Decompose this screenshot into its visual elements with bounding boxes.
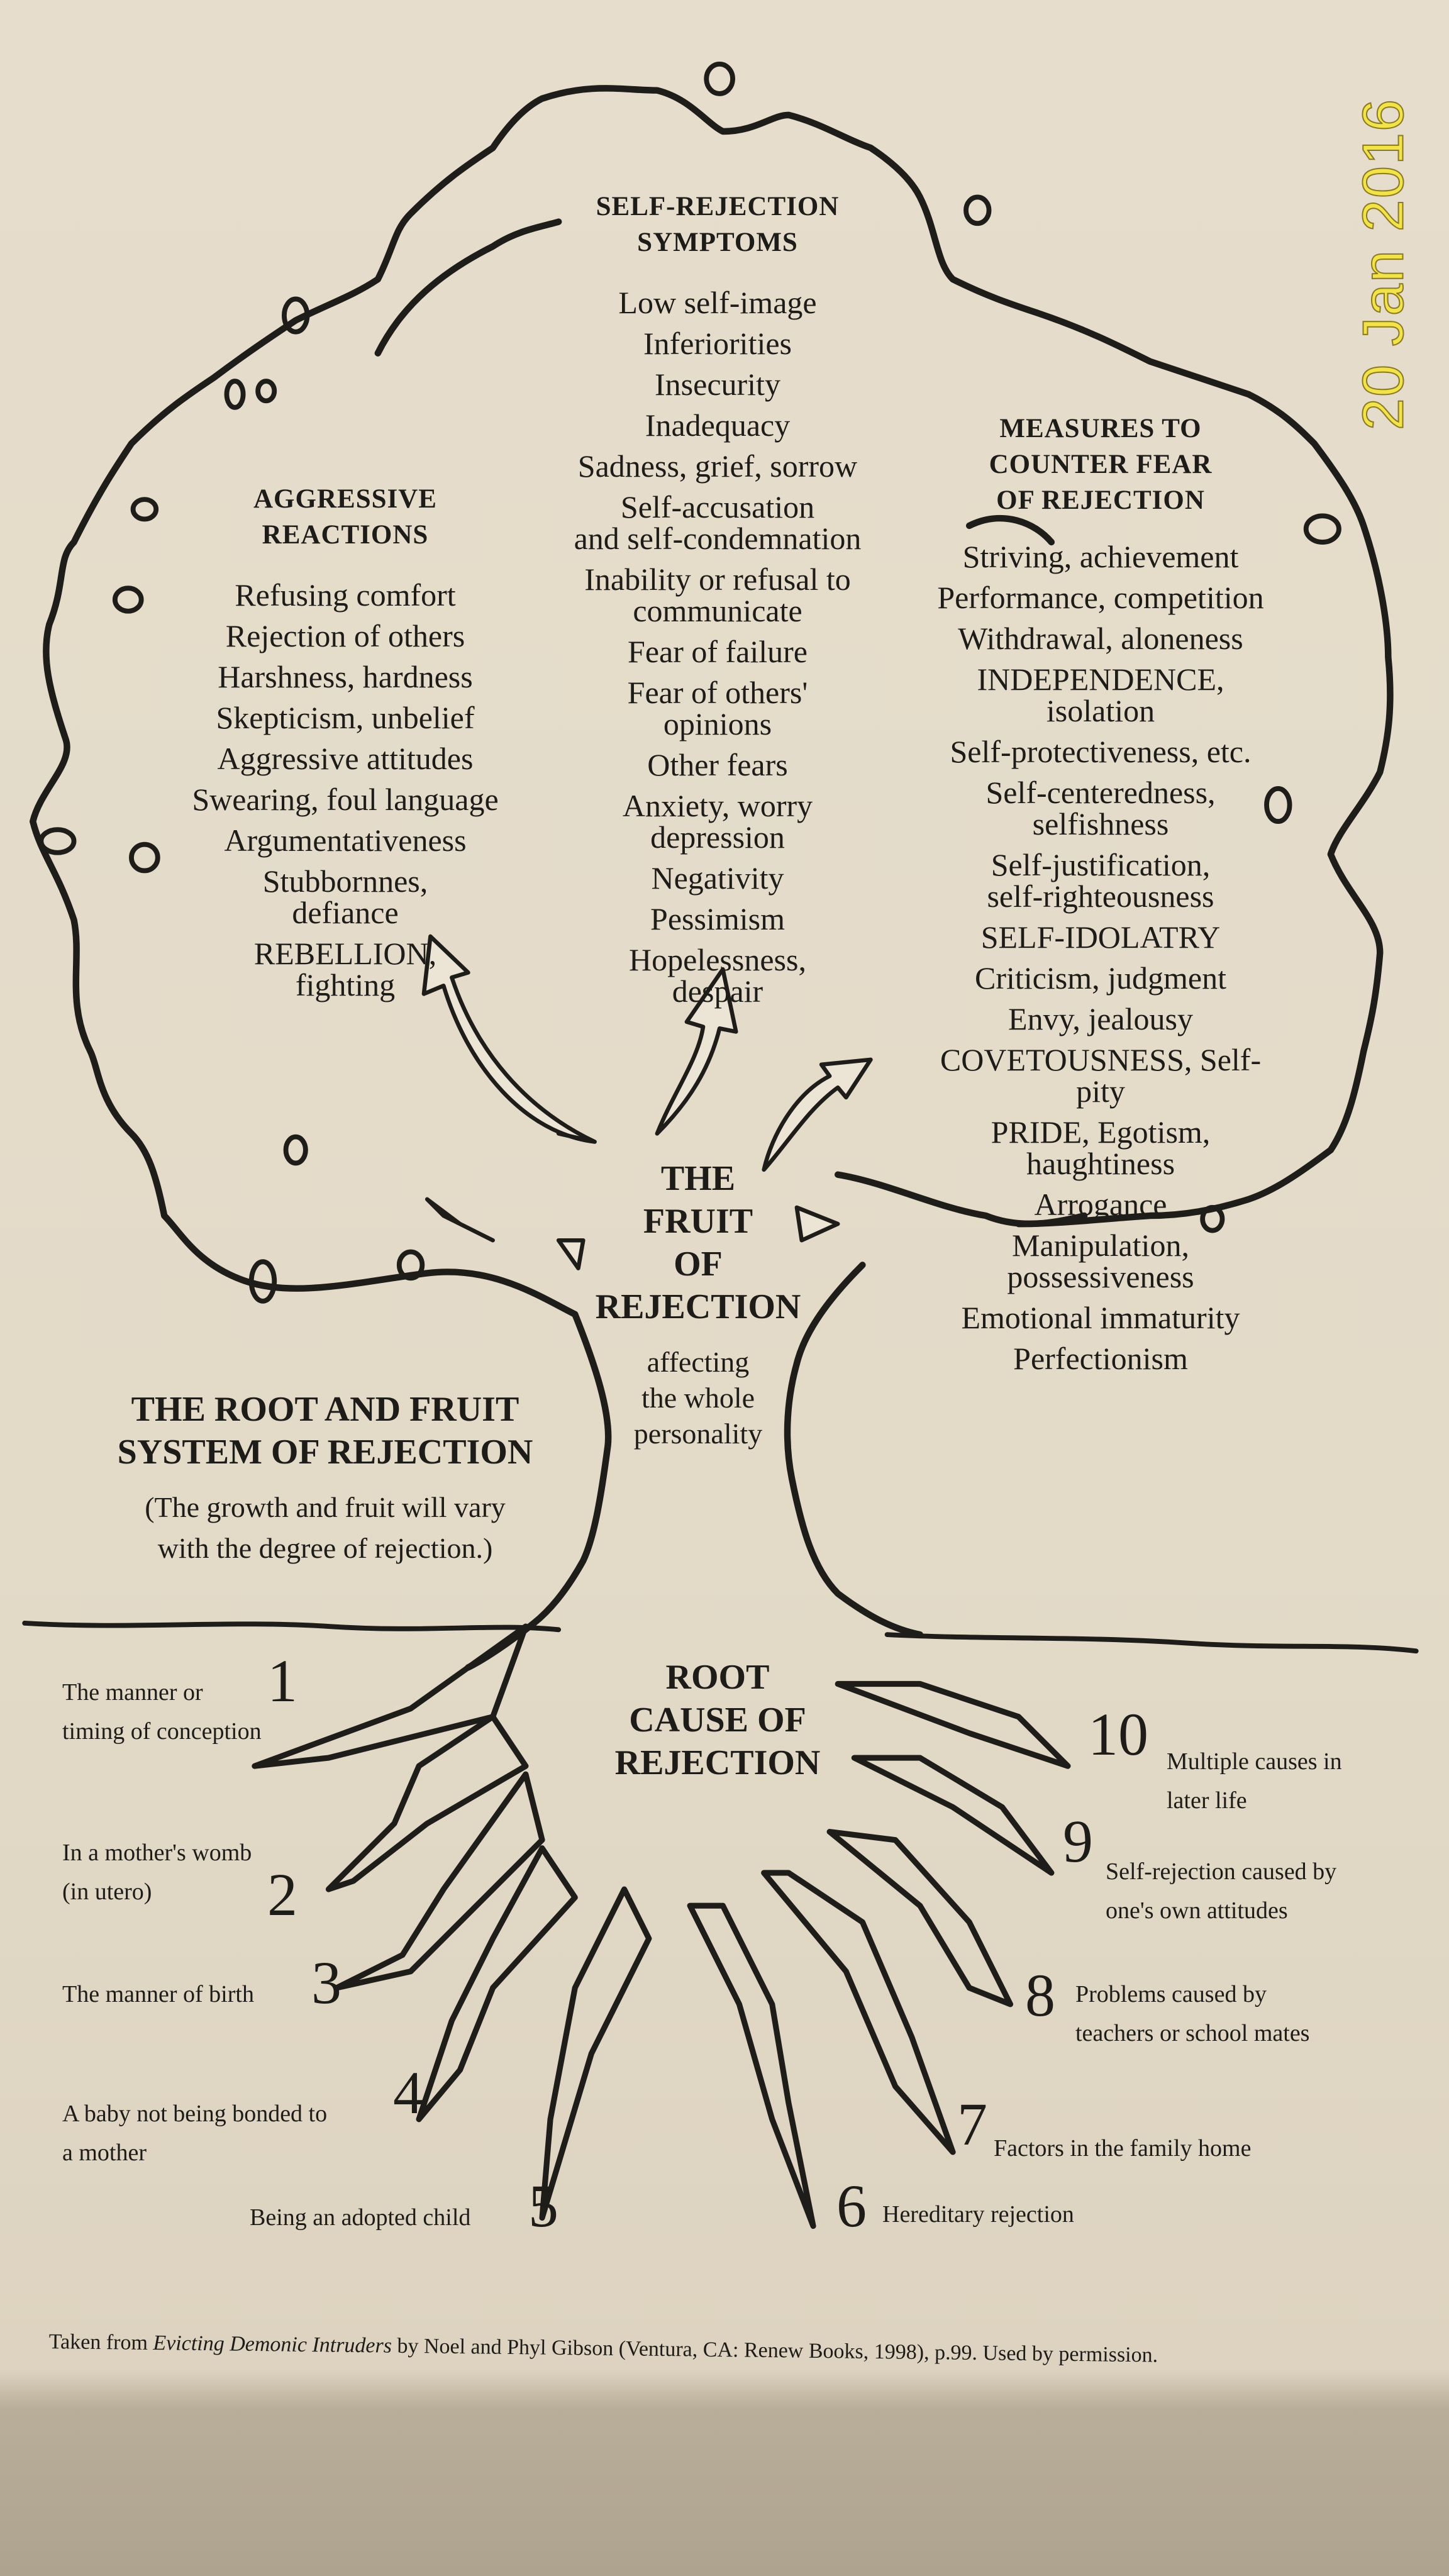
caption-book-title: Evicting Demonic Intruders	[153, 2331, 392, 2358]
root-label: Problems caused by teachers or school ma…	[1075, 1981, 1310, 2046]
root-4	[416, 1845, 578, 2123]
aggressive-item: Skepticism, unbelief	[216, 700, 475, 735]
aggressive-item: Stubbornnes, defiance	[262, 863, 428, 930]
symptom-item: Other fears	[647, 747, 788, 782]
root-label: Self-rejection caused by one's own attit…	[1106, 1858, 1337, 1924]
measure-item: Self-justification, self-righteousness	[987, 847, 1214, 914]
measure-item: Envy, jealousy	[1008, 1001, 1193, 1036]
root-number: 9	[1063, 1807, 1093, 1875]
root-number: 10	[1088, 1701, 1148, 1768]
measures-column: MEASURES TO COUNTER FEAR OF REJECTION St…	[926, 399, 1275, 1395]
arrow-to-measures	[762, 1057, 873, 1172]
symptom-item: Inferiorities	[643, 326, 792, 361]
root-label: Being an adopted child	[250, 2204, 471, 2231]
symptom-item: Low self-image	[618, 285, 817, 320]
root-6	[687, 1902, 816, 2229]
aggressive-item: Swearing, foul language	[192, 782, 499, 817]
measure-item: Striving, achievement	[962, 539, 1239, 574]
root-number: 2	[267, 1861, 297, 1928]
measure-item: PRIDE, Egotism, haughtiness	[991, 1114, 1211, 1181]
aggressive-item: Harshness, hardness	[218, 659, 473, 694]
measure-item: Arrogance	[1034, 1187, 1167, 1222]
aggressive-item: REBELLION, fighting	[253, 936, 437, 1002]
arrows	[421, 934, 873, 1270]
symptom-item: Fear of others' opinions	[627, 675, 808, 741]
tree-canopy-outline	[30, 85, 1394, 1318]
measure-item: COVETOUSNESS, Self-pity	[940, 1042, 1262, 1109]
root-number: 5	[528, 2172, 558, 2240]
system-title: THE ROOT AND FRUIT SYSTEM OF REJECTION	[117, 1390, 533, 1472]
small-triangle-mid	[556, 1238, 586, 1270]
root-label: The manner of birth	[62, 1981, 254, 2007]
symptoms-title: SELF-REJECTION SYMPTOMS	[596, 192, 840, 257]
measures-title: MEASURES TO COUNTER FEAR OF REJECTION	[989, 414, 1213, 515]
symptom-item: Hopelessness, despair	[629, 942, 806, 1009]
small-triangle-right	[794, 1205, 840, 1243]
root-label: In a mother's womb (in utero)	[62, 1840, 252, 1905]
root-8	[826, 1829, 1014, 2007]
symptom-item: Fear of failure	[628, 634, 808, 669]
measure-item: Self-protectiveness, etc.	[950, 734, 1252, 769]
arrow-to-symptoms	[655, 967, 738, 1136]
arrow-to-aggressive	[421, 934, 597, 1144]
symptom-item: Anxiety, worry depression	[622, 788, 813, 855]
fruit-title: THE FRUIT OF REJECTION	[595, 1159, 801, 1326]
canopy-loops	[38, 61, 1341, 1304]
measure-item: SELF-IDOLATRY	[980, 919, 1221, 955]
root-number: 1	[267, 1647, 297, 1714]
aggressive-item: Refusing comfort	[235, 577, 456, 613]
root-2	[325, 1714, 529, 1892]
measure-item: Manipulation, possessiveness	[1007, 1228, 1194, 1294]
aggressive-title: AGGRESSIVE REACTIONS	[253, 484, 437, 550]
system-note: (The growth and fruit will vary with the…	[145, 1491, 506, 1564]
root-number: 7	[957, 2090, 987, 2158]
symptom-item: Insecurity	[655, 367, 780, 402]
root-label: Multiple causes in later life	[1167, 1748, 1342, 1814]
root-10	[835, 1680, 1071, 1769]
measure-item: Withdrawal, aloneness	[958, 621, 1243, 656]
root-number: 3	[311, 1949, 341, 2016]
date-stamp: 20 Jan 2016	[1351, 97, 1416, 431]
root-label: The manner or timing of conception	[62, 1679, 262, 1745]
symptom-item: Pessimism	[650, 901, 785, 936]
aggressive-item: Argumentativeness	[224, 823, 467, 858]
root-5	[539, 1886, 652, 2221]
aggressive-item: Rejection of others	[225, 618, 465, 653]
measure-item: Self-centeredness, selfishness	[985, 775, 1216, 841]
root-1	[252, 1623, 529, 1769]
fruit-subtitle: affecting the whole personality	[633, 1346, 763, 1450]
root-cause-title: ROOT CAUSE OF REJECTION	[614, 1658, 821, 1782]
tree-trunk-right	[784, 1262, 924, 1638]
tree-inner-branch	[374, 218, 1088, 1228]
root-3	[333, 1771, 545, 1991]
symptom-item: Sadness, grief, sorrow	[577, 448, 858, 484]
root-label: Hereditary rejection	[882, 2201, 1074, 2228]
roots	[252, 1623, 1071, 2229]
measure-item: Perfectionism	[1013, 1341, 1188, 1376]
symptom-item: Inadequacy	[645, 408, 791, 443]
measure-item: Performance, competition	[937, 580, 1264, 615]
small-triangle-left	[425, 1197, 495, 1243]
root-number: 6	[836, 2172, 867, 2240]
symptom-item: Negativity	[651, 860, 784, 896]
root-9	[851, 1755, 1055, 1876]
root-number: 8	[1025, 1962, 1055, 2029]
measure-item: Emotional immaturity	[961, 1300, 1240, 1335]
measure-item: INDEPENDENCE, isolation	[977, 662, 1224, 728]
symptom-item: Inability or refusal to communicate	[584, 562, 851, 628]
root-label: Factors in the family home	[994, 2135, 1252, 2162]
aggressive-item: Aggressive attitudes	[217, 741, 474, 776]
caption-prefix: Taken from	[48, 2330, 153, 2355]
measure-item: Criticism, judgment	[975, 960, 1226, 996]
root-number: 4	[393, 2059, 423, 2126]
root-label: A baby not being bonded to a mother	[62, 2101, 328, 2166]
ground-line	[22, 1620, 1419, 1654]
root-7	[761, 1870, 956, 2155]
symptom-item: Self-accusation and self-condemnation	[574, 489, 862, 556]
